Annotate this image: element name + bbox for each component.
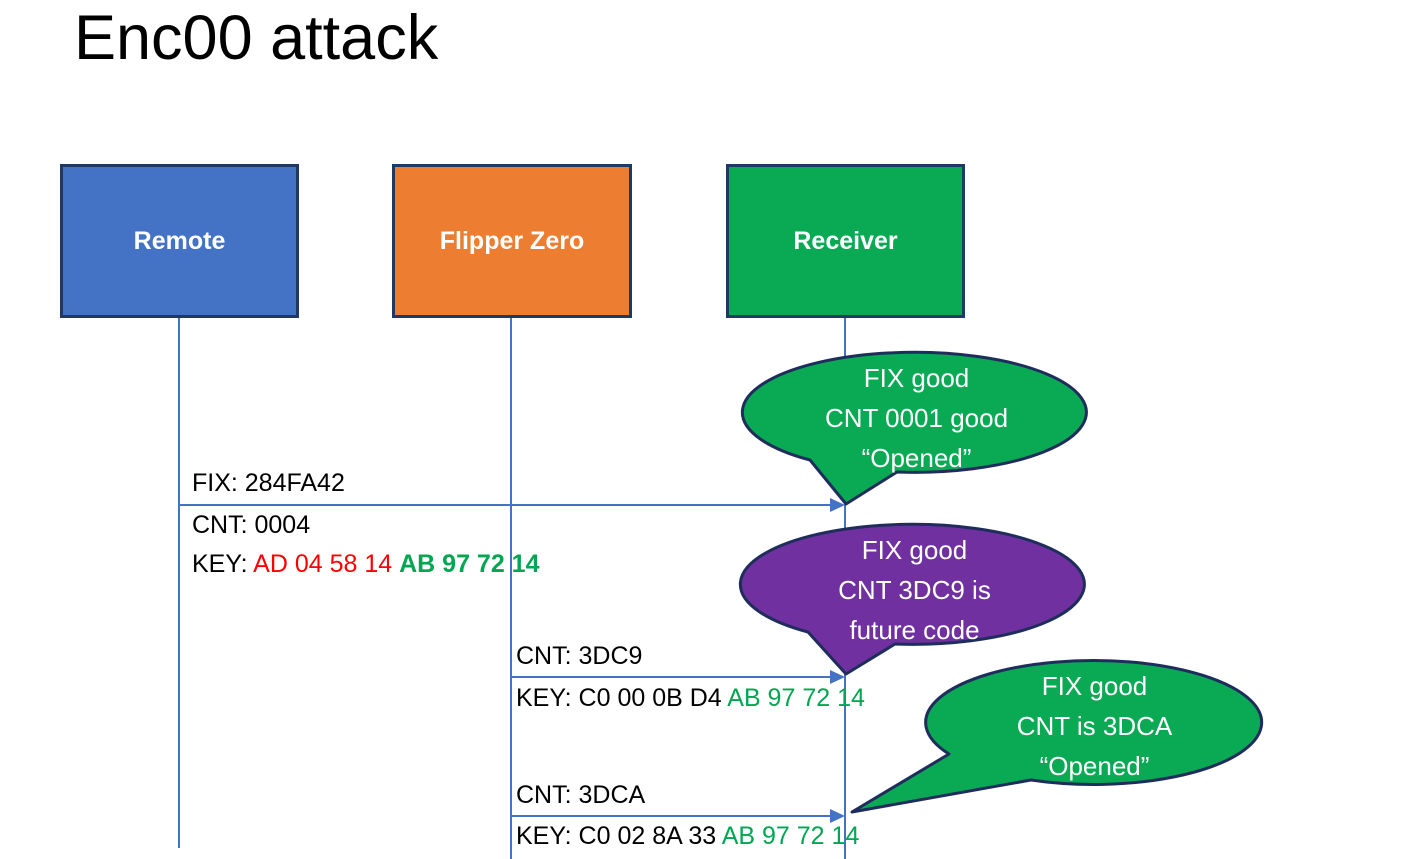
bubble-line: “Opened”: [1039, 751, 1150, 781]
bubble-line: CNT 3DC9 is: [838, 575, 991, 605]
lifeline-remote: [178, 318, 180, 848]
message-1-fix-label: FIX: 284FA42: [192, 469, 345, 497]
actor-label-receiver: Receiver: [793, 226, 898, 255]
actor-box-flipper-zero: Flipper Zero: [392, 164, 632, 318]
arrowhead-icon: [830, 809, 845, 823]
key-green-segment: AB 97 72 14: [721, 822, 860, 850]
bubble-line: future code: [849, 615, 980, 645]
page-title: Enc00 attack: [74, 3, 439, 73]
bubble-line: FIX good: [861, 535, 968, 565]
key-green-segment: AB 97 72 14: [727, 684, 865, 712]
bubble-line: “Opened”: [861, 443, 972, 473]
actor-label-remote: Remote: [133, 226, 226, 255]
key-red-segment: AD 04 58 14: [253, 550, 400, 578]
message-3-line: [511, 815, 832, 817]
bubble-line: FIX good: [863, 363, 970, 393]
key-black-segment: C0 00 0B D4: [578, 684, 728, 712]
message-2-line: [511, 676, 832, 678]
message-3-key-label: KEY: C0 02 8A 33 AB 97 72 14: [516, 822, 859, 851]
actor-box-remote: Remote: [60, 164, 299, 318]
bubble-3-text: FIX good CNT is 3DCA “Opened”: [926, 666, 1263, 786]
actor-label-flipper-zero: Flipper Zero: [439, 226, 585, 255]
key-black-segment: C0 02 8A 33: [578, 822, 722, 850]
key-green-segment: AB 97 72 14: [399, 550, 540, 578]
bubble-1-text: FIX good CNT 0001 good “Opened”: [744, 358, 1089, 478]
actor-box-receiver: Receiver: [726, 164, 965, 318]
key-prefix: KEY:: [192, 550, 254, 578]
key-prefix: KEY:: [516, 684, 579, 712]
bubble-2-text: FIX good CNT 3DC9 is future code: [742, 530, 1087, 650]
key-prefix: KEY:: [516, 822, 579, 850]
message-1-line: [179, 504, 832, 506]
lifeline-flipper-zero: [510, 318, 512, 859]
message-1-key-label: KEY: AD 04 58 14 AB 97 72 14: [192, 550, 539, 579]
message-2-cnt-label: CNT: 3DC9: [516, 642, 643, 670]
bubble-line: CNT is 3DCA: [1016, 711, 1173, 741]
message-1-cnt-label: CNT: 0004: [192, 511, 311, 539]
bubble-line: FIX good: [1041, 671, 1148, 701]
bubble-line: CNT 0001 good: [824, 403, 1009, 433]
message-2-key-label: KEY: C0 00 0B D4 AB 97 72 14: [516, 684, 865, 713]
arrowhead-icon: [830, 670, 845, 684]
message-3-cnt-label: CNT: 3DCA: [516, 781, 646, 809]
arrowhead-icon: [830, 498, 845, 512]
